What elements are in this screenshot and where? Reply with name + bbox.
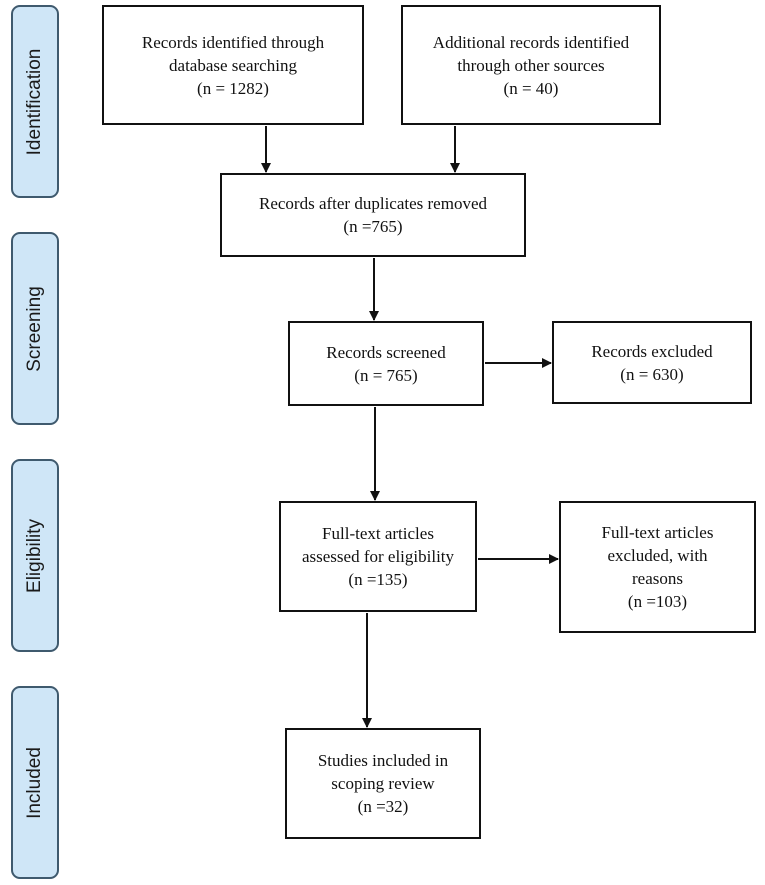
box-after-duplicates-line1: Records after duplicates removed xyxy=(259,194,487,213)
box-database-records-count: (n = 1282) xyxy=(197,78,269,98)
box-after-duplicates: Records after duplicates removed (n =765… xyxy=(220,173,526,257)
box-screened: Records screened (n = 765) xyxy=(288,321,484,406)
box-screened-line1: Records screened xyxy=(326,342,446,362)
box-fulltext-assessed-line1: Full-text articles xyxy=(322,524,434,543)
box-other-records: Additional records identified through ot… xyxy=(401,5,661,125)
box-fulltext-assessed-line2: assessed for eligibility xyxy=(301,547,455,566)
box-included-studies-line1: Studies included in xyxy=(317,751,449,770)
phase-identification: Identification xyxy=(11,5,59,198)
phase-eligibility: Eligibility xyxy=(11,459,59,652)
box-database-records: Records identified through database sear… xyxy=(102,5,364,125)
box-fulltext-assessed-count: (n =135) xyxy=(348,570,408,589)
box-other-records-line2: through other sources xyxy=(457,55,605,75)
box-included-studies: Studies included in scoping review (n =3… xyxy=(285,728,481,839)
box-fulltext-excluded: Full-text articles excluded, with reason… xyxy=(559,501,756,633)
phase-included: Included xyxy=(11,686,59,879)
box-included-studies-count: (n =32) xyxy=(357,797,409,816)
box-excluded: Records excluded (n = 630) xyxy=(552,321,752,404)
box-other-records-line1: Additional records identified xyxy=(432,32,630,52)
box-fulltext-assessed: Full-text articles assessed for eligibil… xyxy=(279,501,477,612)
box-database-records-line1: Records identified through xyxy=(141,32,325,52)
box-included-studies-line2: scoping review xyxy=(331,774,435,793)
box-fulltext-excluded-line1: Full-text articles xyxy=(601,523,714,542)
phase-screening: Screening xyxy=(11,232,59,425)
box-fulltext-excluded-line2: excluded, with xyxy=(607,546,708,565)
box-excluded-line1: Records excluded xyxy=(591,341,713,361)
box-screened-count: (n = 765) xyxy=(354,365,418,385)
box-other-records-count: (n = 40) xyxy=(503,78,559,98)
box-fulltext-excluded-line3: reasons xyxy=(632,569,683,588)
box-excluded-count: (n = 630) xyxy=(620,364,684,384)
box-database-records-line2: database searching xyxy=(169,55,297,75)
box-after-duplicates-count: (n =765) xyxy=(343,217,403,236)
box-fulltext-excluded-count: (n =103) xyxy=(627,592,688,611)
